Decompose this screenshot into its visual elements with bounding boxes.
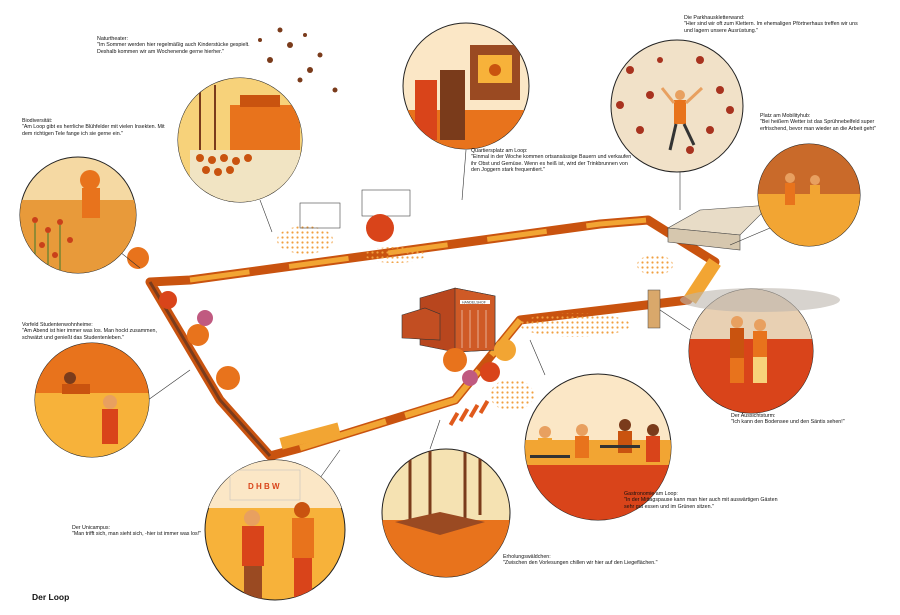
caption-biodiversity-quote: "Am Loop gibt es herrliche Blühfelder mi… [22, 124, 165, 137]
caption-climbing: Die Parkhauskletterwand: "Hier sind wir … [684, 15, 859, 34]
caption-square: Quartiersplatz am Loop: "Einmal in der W… [471, 148, 636, 174]
caption-woods-title: Erholungswäldchen: [503, 554, 551, 560]
caption-mobility: Platz am Mobilityhub: "Bei heißem Wetter… [760, 113, 890, 132]
caption-theater: Naturtheater: "Im Sommer werden hier reg… [97, 36, 257, 55]
caption-square-title: Quartiersplatz am Loop: [471, 148, 528, 154]
caption-tower-title: Der Aussichtsturm: [731, 413, 776, 419]
photographer-flowers-icon [19, 156, 137, 274]
dotted-plazas [277, 226, 673, 411]
caption-biodiversity: Biodiversität: "Am Loop gibt es herrlich… [22, 118, 167, 137]
caption-tower: Der Aussichtsturm: "Ich kann den Bodense… [731, 413, 871, 426]
campus-sign: HANDELSHOF [462, 301, 486, 305]
climber-icon [610, 39, 744, 173]
market-stall-icon [402, 22, 530, 150]
caption-mobility-title: Platz am Mobilityhub: [760, 113, 811, 119]
caption-square-quote: "Einmal in der Woche kommen ortsansässig… [471, 154, 632, 174]
page-title: Der Loop [32, 592, 70, 602]
caption-gastro-title: Gastronomie am Loop: [624, 491, 678, 497]
leader-lines [114, 149, 771, 479]
caption-climbing-quote: "Hier sind wir oft zum Klettern. Im ehem… [684, 21, 858, 34]
caption-campus-quote: "Man trifft sich, man sieht sich, -hier … [72, 531, 202, 538]
caption-gastro: Gastronomie am Loop: "In der Mittagspaus… [624, 491, 789, 510]
uni-sign: D H B W [248, 482, 280, 491]
mist-field-icon [757, 143, 861, 247]
campus-buildings: HANDELSHOF [299, 189, 771, 353]
trees [127, 214, 516, 390]
caption-campus: Der Unicampus: "Man trifft sich, man sie… [72, 525, 212, 538]
caption-gastro-quote: "In der Mittagspause kann man hier auch … [624, 497, 778, 510]
caption-dorm-quote: "Am Abend ist hier immer was los. Man ho… [22, 328, 157, 341]
caption-biodiversity-title: Biodiversität: [22, 118, 53, 124]
loop-path [145, 215, 721, 461]
caption-woods: Erholungswäldchen: "Zwischen den Vorlesu… [503, 554, 668, 567]
caption-mobility-quote: "Bei heißem Wetter ist das Sprühnebelfel… [760, 119, 876, 132]
theater-scene-icon [177, 27, 338, 203]
caption-climbing-title: Die Parkhauskletterwand: [684, 15, 745, 21]
caption-theater-quote: "Im Sommer werden hier regelmäßig auch K… [97, 42, 250, 55]
caption-dorm: Vorfeld Studentenwohnheime: "Am Abend is… [22, 322, 167, 341]
students-selfie-icon [34, 342, 150, 458]
caption-campus-title: Der Unicampus: [72, 525, 110, 531]
caption-dorm-title: Vorfeld Studentenwohnheime: [22, 322, 93, 328]
forest-loungers-icon [381, 448, 511, 578]
crosswalk [448, 399, 490, 427]
students-coffee-icon: D H B W [204, 459, 346, 601]
caption-woods-quote: "Zwischen den Vorlesungen chillen wir hi… [503, 560, 658, 567]
caption-theater-title: Naturtheater: [97, 36, 128, 42]
caption-tower-quote: "Ich kann den Bodensee und den Säntis se… [731, 419, 845, 426]
lookout-couple-icon [680, 288, 840, 414]
